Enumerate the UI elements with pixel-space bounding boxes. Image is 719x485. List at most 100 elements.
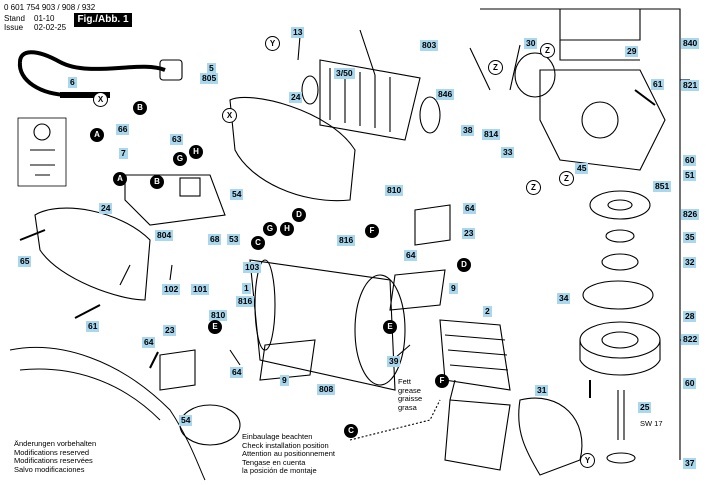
- part-label-23-right: 23: [462, 228, 476, 239]
- part-label-804: 804: [155, 230, 174, 241]
- part-label-5: 5: [207, 63, 216, 74]
- letter-x-marker: X: [93, 92, 108, 107]
- gear-housing: [539, 69, 666, 171]
- o-ring: [582, 280, 654, 310]
- part-label-25: 25: [638, 402, 652, 413]
- part-label-61-left: 61: [86, 321, 100, 332]
- part-label-65: 65: [18, 256, 32, 267]
- part-label-1: 1: [242, 283, 251, 294]
- part-label-3-50: 3/50: [334, 68, 355, 79]
- wiring-schematic: [17, 117, 67, 187]
- stand-label: Stand: [4, 14, 25, 23]
- letter-c-marker-2: C: [344, 424, 358, 438]
- letter-c-marker: C: [251, 236, 265, 250]
- part-label-840: 840: [681, 38, 700, 49]
- bearing: [601, 253, 639, 271]
- part-label-821: 821: [681, 80, 700, 91]
- part-label-826: 826: [681, 209, 700, 220]
- part-label-53: 53: [227, 234, 241, 245]
- part-label-45: 45: [575, 163, 589, 174]
- letter-z-marker-4: Z: [559, 171, 574, 186]
- part-label-846: 846: [436, 89, 455, 100]
- part-label-816-bottom: 816: [236, 296, 255, 307]
- housing-shell-top: [229, 96, 356, 202]
- part-label-39: 39: [387, 356, 401, 367]
- letter-e-marker-2: E: [208, 320, 222, 334]
- changes-reserved-note: Änderungen vorbehalten Modifications res…: [14, 439, 97, 474]
- part-label-103: 103: [243, 262, 262, 273]
- armature-bearing: [301, 75, 319, 105]
- spindle: [617, 390, 625, 440]
- part-label-814: 814: [482, 129, 501, 140]
- issue-label: Issue: [4, 23, 24, 32]
- part-label-808: 808: [317, 384, 336, 395]
- letter-e-marker: E: [383, 320, 397, 334]
- part-label-61-top: 61: [651, 79, 665, 90]
- part-label-68: 68: [208, 234, 222, 245]
- screw-61-top: [634, 89, 656, 106]
- part-label-51: 51: [683, 170, 697, 181]
- part-label-9-right: 9: [449, 283, 458, 294]
- part-label-31: 31: [535, 385, 549, 396]
- part-label-13: 13: [291, 27, 305, 38]
- part-label-805: 805: [200, 73, 219, 84]
- screw-65: [19, 229, 46, 241]
- part-label-54: 54: [230, 189, 244, 200]
- bracket-23b: [159, 349, 196, 391]
- part-label-28: 28: [683, 311, 697, 322]
- part-label-810-top: 810: [385, 185, 404, 196]
- letter-h-marker-2: H: [280, 222, 294, 236]
- part-label-37: 37: [683, 458, 697, 469]
- part-label-23-left: 23: [163, 325, 177, 336]
- part-label-54-bottom: 54: [179, 415, 193, 426]
- housing-shell-bottom: [34, 207, 151, 301]
- part-label-803: 803: [420, 40, 439, 51]
- part-label-63: 63: [170, 134, 184, 145]
- letter-g-marker-2: G: [263, 222, 277, 236]
- part-label-64-a: 64: [463, 203, 477, 214]
- part-label-9-bottom: 9: [280, 375, 289, 386]
- grease-note: Fett grease graisse grasa: [398, 377, 423, 412]
- bearing-35: [605, 229, 635, 243]
- part-label-810-bottom: 810: [209, 310, 228, 321]
- part-label-35: 35: [683, 232, 697, 243]
- doc-number: 0 601 754 903 / 908 / 932: [4, 3, 96, 12]
- part-label-24-top: 24: [289, 92, 303, 103]
- part-label-6: 6: [68, 77, 77, 88]
- flange-37: [606, 452, 636, 464]
- insulation-panel-9b: [259, 339, 316, 381]
- letter-b-marker: B: [133, 101, 147, 115]
- stand-value: 01-10: [34, 14, 55, 23]
- wrench-size-note: SW 17: [640, 419, 663, 428]
- installation-position-note: Einbaulage beachten Check installation p…: [242, 432, 335, 475]
- letter-y-marker-2: Y: [580, 453, 595, 468]
- part-label-64-c: 64: [142, 337, 156, 348]
- bracket-23: [414, 204, 451, 246]
- letter-b-marker-2: B: [150, 175, 164, 189]
- part-label-822: 822: [681, 334, 700, 345]
- part-label-34: 34: [557, 293, 571, 304]
- screw-61: [74, 304, 101, 319]
- part-label-816-top: 816: [337, 235, 356, 246]
- motor-housing: [249, 259, 396, 391]
- part-label-38: 38: [461, 125, 475, 136]
- letter-z-marker: Z: [488, 60, 503, 75]
- switch-assembly: [124, 174, 226, 226]
- letter-d-marker: D: [292, 208, 306, 222]
- part-label-7: 7: [119, 148, 128, 159]
- part-label-64-b: 64: [404, 250, 418, 261]
- part-label-60-bottom: 60: [683, 378, 697, 389]
- part-label-101: 101: [191, 284, 210, 295]
- letter-a-marker-2: A: [113, 172, 127, 186]
- insulation-panel-9: [389, 269, 446, 311]
- letter-f-marker: F: [365, 224, 379, 238]
- letter-y-marker: Y: [265, 36, 280, 51]
- part-label-64-d: 64: [230, 367, 244, 378]
- part-label-30: 30: [524, 38, 538, 49]
- plug: [159, 59, 183, 81]
- letter-z-marker-3: Z: [526, 180, 541, 195]
- letter-g-marker: G: [173, 152, 187, 166]
- armature: [319, 59, 421, 141]
- bearing-flange: [579, 321, 661, 359]
